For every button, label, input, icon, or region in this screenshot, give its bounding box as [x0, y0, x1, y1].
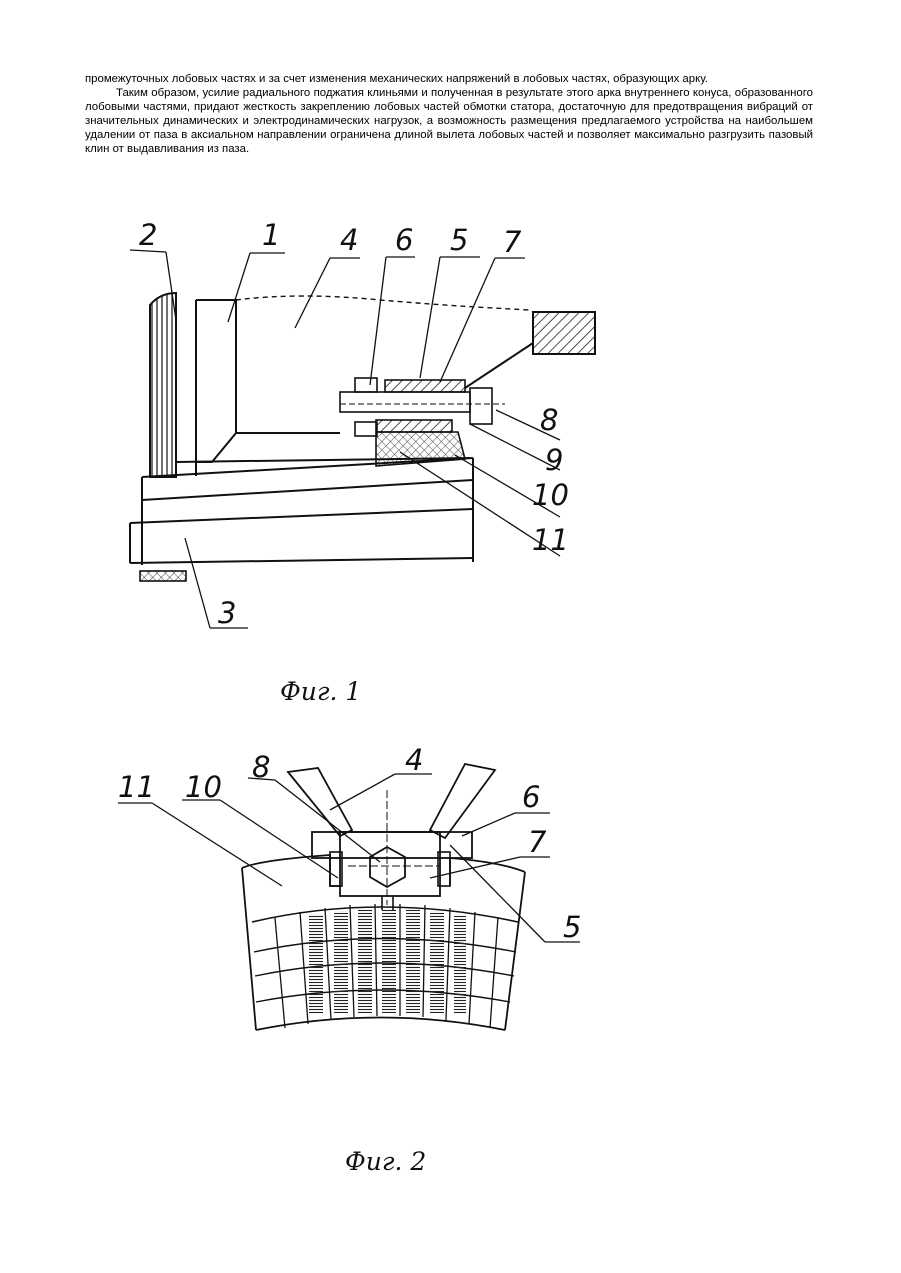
figure-1	[130, 250, 595, 628]
fig1-label-8: 8	[540, 403, 558, 437]
fig1-label-10: 10	[532, 478, 569, 512]
fig1-label-9: 9	[545, 443, 563, 477]
fig2-label-10: 10	[185, 770, 222, 804]
fig1-label-2: 2	[139, 218, 157, 252]
fig1-caption: Фиг. 1	[280, 677, 361, 706]
fig2-label-7: 7	[528, 825, 547, 859]
fig2-caption: Фиг. 2	[345, 1147, 426, 1176]
fig1-label-11: 11	[532, 523, 569, 557]
fig1-label-1: 1	[262, 218, 280, 252]
fig1-label-3: 3	[218, 596, 236, 630]
fig1-label-4: 4	[340, 223, 358, 257]
figure-2-labels: 11 10 8 4 6 7 5 Фиг. 2	[118, 743, 581, 1176]
fig1-label-5: 5	[450, 223, 468, 257]
fig2-label-8: 8	[252, 750, 270, 784]
fig1-label-7: 7	[503, 225, 522, 259]
fig2-label-5: 5	[563, 910, 581, 944]
fig2-label-6: 6	[522, 780, 540, 814]
fig1-label-6: 6	[395, 223, 413, 257]
fig2-label-11: 11	[118, 770, 155, 804]
fig2-label-4: 4	[405, 743, 423, 777]
